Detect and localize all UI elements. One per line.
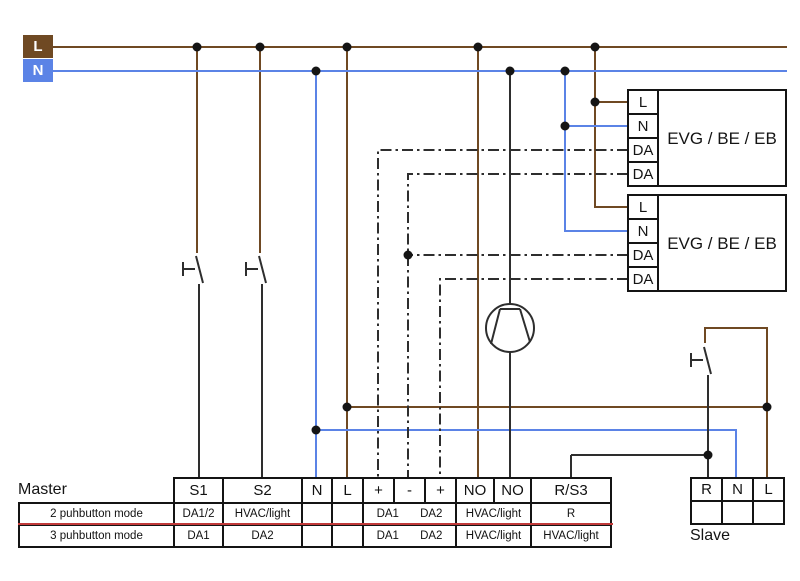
mode-cell-s2: DA2 bbox=[223, 525, 302, 547]
slave-terminal-l: L bbox=[753, 478, 784, 501]
device-evg-1: L N DA DA EVG / BE / EB bbox=[627, 89, 787, 187]
device-evg-2: L N DA DA EVG / BE / EB bbox=[627, 194, 787, 292]
mode-cell-da1: DA1 bbox=[376, 530, 399, 542]
mode-cell-no: HVAC/light bbox=[456, 525, 531, 547]
device1-terminal-n: N bbox=[638, 118, 649, 135]
pushbutton-s1 bbox=[182, 255, 204, 477]
mode-cell-da1: DA1 bbox=[376, 508, 399, 520]
device1-label: EVG / BE / EB bbox=[667, 129, 777, 148]
supply-l-label: L bbox=[23, 35, 53, 58]
device1-terminal-l: L bbox=[639, 94, 647, 111]
slave-terminal-r: R bbox=[691, 478, 722, 501]
slave-empty-cell bbox=[722, 501, 753, 524]
slave-n-link-wire bbox=[316, 429, 737, 477]
terminal-plus2: + bbox=[425, 478, 456, 503]
terminal-rs3: R/S3 bbox=[531, 478, 611, 503]
dali-da2-branch-wire bbox=[439, 278, 628, 477]
mode-row-label: 2 puhbutton mode bbox=[19, 503, 174, 525]
device1-terminal-da2: DA bbox=[633, 166, 654, 183]
terminal-s2: S2 bbox=[223, 478, 302, 503]
terminal-l: L bbox=[332, 478, 363, 503]
dali-wires bbox=[377, 149, 628, 477]
supply-n-label: N bbox=[23, 59, 53, 82]
mode-cell-dali: DA1 DA2 bbox=[363, 503, 456, 525]
dali-da1-wire bbox=[377, 149, 628, 477]
master-mode-table: 2 puhbutton mode DA1/2 HVAC/light DA1 DA… bbox=[18, 502, 612, 548]
n-wires bbox=[52, 70, 787, 477]
mode-cell-n bbox=[302, 525, 332, 547]
terminal-n: N bbox=[302, 478, 332, 503]
slave-empty-cell bbox=[691, 501, 722, 524]
slave-terminal-n: N bbox=[722, 478, 753, 501]
mode-cell-da2: DA2 bbox=[420, 530, 443, 542]
device2-label: EVG / BE / EB bbox=[667, 234, 777, 253]
mode-cell-dali: DA1 DA2 bbox=[363, 525, 456, 547]
mode-cell-s2: HVAC/light bbox=[223, 503, 302, 525]
terminal-plus1: + bbox=[363, 478, 394, 503]
mode-cell-da2: DA2 bbox=[420, 508, 443, 520]
mode-cell-rs3: R bbox=[531, 503, 611, 525]
slave-terminal-table: R N L bbox=[690, 477, 785, 525]
slave-title: Slave bbox=[690, 527, 731, 544]
mode-cell-rs3: HVAC/light bbox=[531, 525, 611, 547]
mode-cell-s1: DA1 bbox=[174, 525, 223, 547]
device2-terminal-da2: DA bbox=[633, 271, 654, 288]
mode-cell-s1: DA1/2 bbox=[174, 503, 223, 525]
slave-empty-cell bbox=[753, 501, 784, 524]
mode-separator-line bbox=[18, 523, 613, 525]
terminal-no1: NO bbox=[456, 478, 494, 503]
master-title: Master bbox=[18, 481, 67, 498]
mode-row-label: 3 puhbutton mode bbox=[19, 525, 174, 547]
mode-cell-no: HVAC/light bbox=[456, 503, 531, 525]
fan-symbol bbox=[485, 303, 535, 353]
mode-cell-n bbox=[302, 503, 332, 525]
pushbutton-slave bbox=[690, 346, 712, 477]
junction-dots bbox=[192, 42, 772, 460]
mode-cell-l bbox=[332, 525, 363, 547]
black-wires bbox=[509, 71, 708, 477]
device2-terminal-da1: DA bbox=[633, 247, 654, 264]
device1-terminal-da1: DA bbox=[633, 142, 654, 159]
mode-cell-l bbox=[332, 503, 363, 525]
terminal-s1: S1 bbox=[174, 478, 223, 503]
terminal-minus: - bbox=[394, 478, 425, 503]
master-terminal-row: S1 S2 N L + - + NO NO R/S3 bbox=[173, 477, 612, 504]
device2-terminal-l: L bbox=[639, 199, 647, 216]
pushbutton-s2 bbox=[245, 255, 267, 477]
dali-da2-wire bbox=[407, 173, 628, 477]
device2-terminal-n: N bbox=[638, 223, 649, 240]
terminal-no2: NO bbox=[494, 478, 531, 503]
